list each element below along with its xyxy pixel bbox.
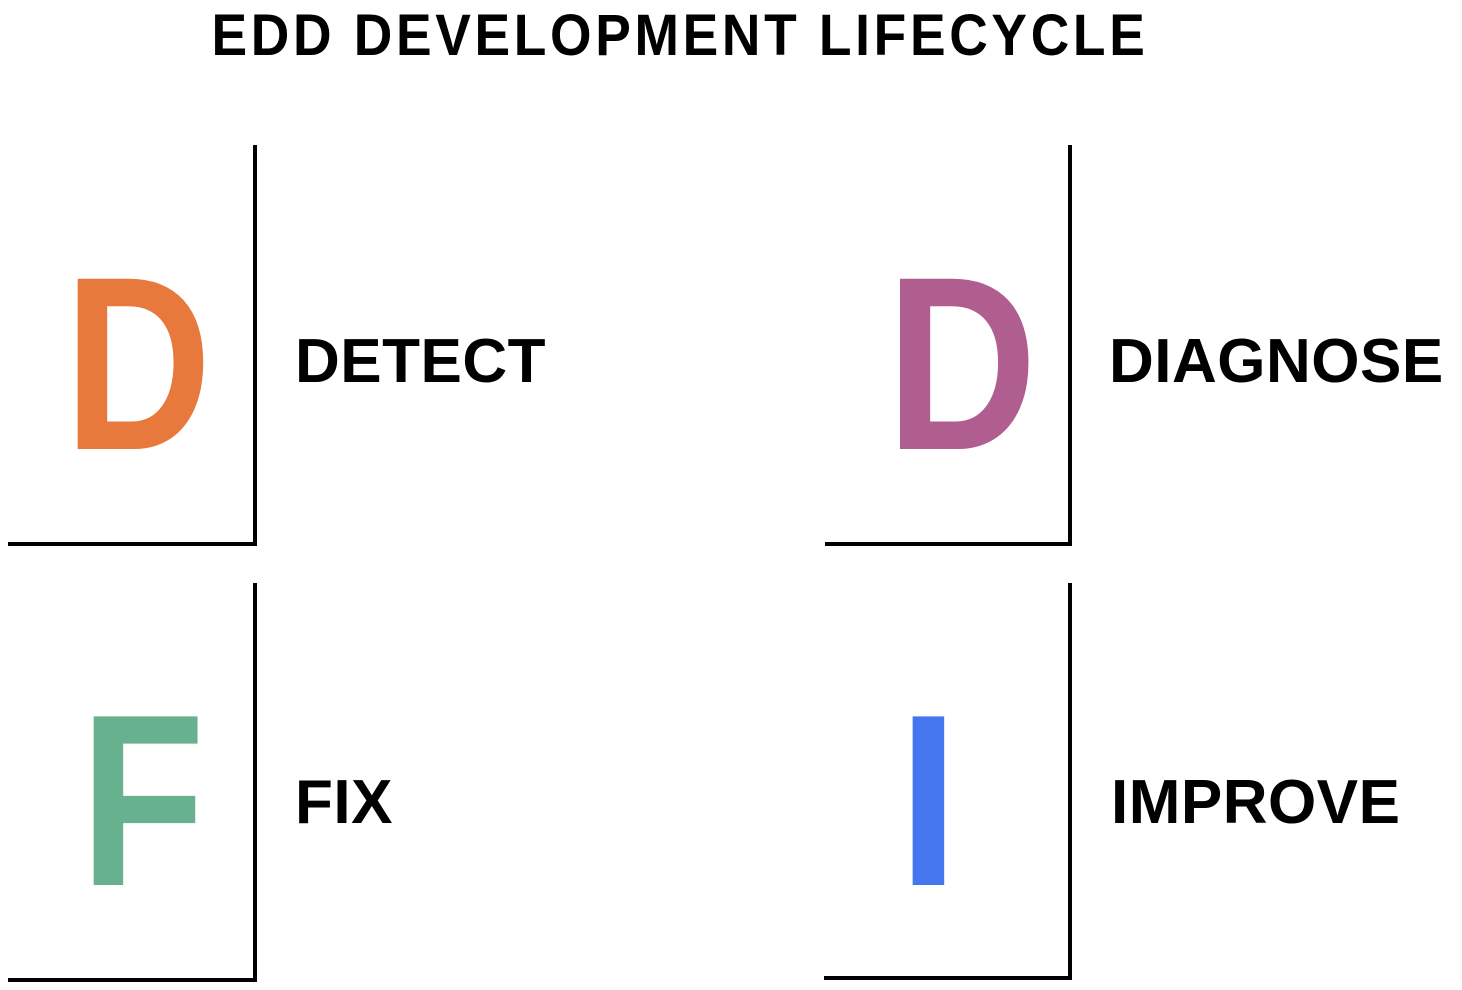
fix-bracket-horizontal-line (8, 978, 257, 982)
improve-stage-label: IMPROVE (1111, 768, 1401, 837)
diagnose-bracket-vertical-line (1068, 145, 1072, 546)
fix-stage-label: FIX (295, 768, 393, 837)
fix-initial-letter: F (80, 664, 206, 938)
improve-initial-letter: I (898, 664, 959, 938)
fix-bracket-vertical-line (253, 583, 257, 982)
improve-bracket-vertical-line (1068, 583, 1072, 980)
detect-bracket-horizontal-line (8, 542, 257, 546)
diagnose-stage-label: DIAGNOSE (1109, 327, 1444, 396)
detect-initial-letter: D (64, 226, 212, 503)
page-title: EDD DEVELOPMENT LIFECYCLE (211, 3, 1149, 68)
diagnose-initial-letter: D (886, 226, 1038, 503)
diagnose-bracket-horizontal-line (825, 542, 1072, 546)
improve-bracket-horizontal-line (824, 976, 1072, 980)
detect-bracket-vertical-line (253, 145, 257, 546)
detect-stage-label: DETECT (295, 327, 546, 396)
